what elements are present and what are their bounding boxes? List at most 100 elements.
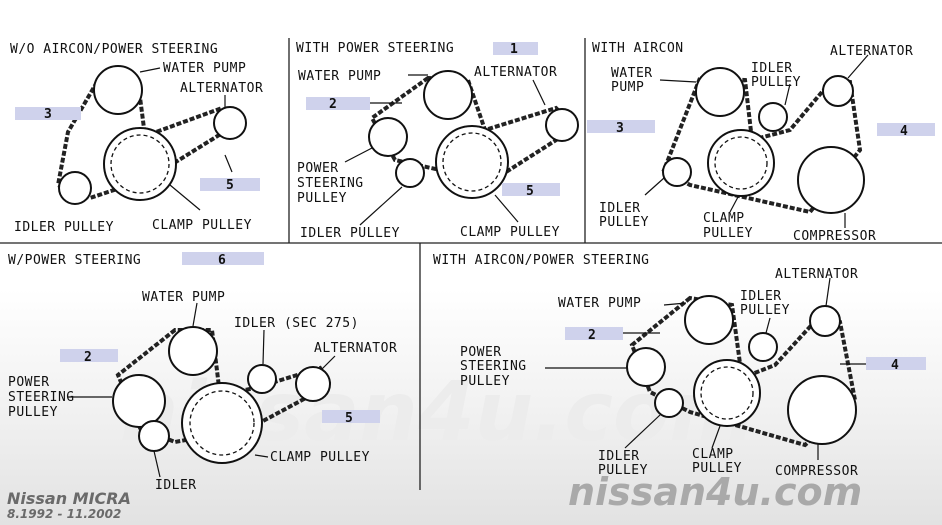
water-pump-pulley [93,65,143,115]
label-clamp-line-1: CLAMP [703,211,745,226]
compressor-pulley [797,146,865,214]
callout-box [182,252,264,265]
clamp-pulley-inner [714,136,768,190]
label-idler-top-line-1: IDLER [751,61,793,76]
callout-box [493,42,538,55]
clamp-pulley-inner [442,132,502,192]
label-clamp-pulley: CLAMP PULLEY [270,450,370,465]
leader-line [711,425,721,449]
callout-number: 2 [84,350,92,365]
idler-pulley [654,388,684,418]
callout-box [322,410,380,423]
power-steering-pulley [112,374,166,428]
callout-number: 2 [329,97,337,112]
label-idler: IDLER [155,478,197,493]
idler-pulley [395,158,425,188]
label-ps-line-3: PULLEY [8,405,58,420]
water-pump-pulley [168,326,218,376]
clamp-pulley-inner [189,390,255,456]
leader-line [139,67,161,73]
label-idler-top-line-2: PULLEY [751,75,801,90]
label-clamp-line-1: CLAMP [692,447,734,462]
leader-line [784,83,791,106]
panel-with-aircon-power-steering: WITH AIRCON/POWER STEERING 2 4 WATER PUM… [433,253,926,479]
panel-title: W/POWER STEERING [8,253,141,268]
clamp-pulley [707,129,775,197]
panel-title: WITH AIRCON [592,41,684,56]
idler-sec-pulley [247,364,277,394]
callout-number: 4 [900,124,908,139]
panel-title: W/O AIRCON/POWER STEERING [10,42,218,57]
idler-top-pulley [748,332,778,362]
label-ps-line-3: PULLEY [460,374,510,389]
callout-box [200,178,260,191]
label-ps-line-1: POWER [8,375,50,390]
panel-with-power-steering: WITH POWER STEERING 1 2 5 WATER PUMP ALT… [296,41,579,241]
panel-w-power-steering: W/POWER STEERING 6 2 5 WATER PUMP IDLER … [8,252,397,493]
leader-line [344,147,373,163]
label-clamp-line-2: PULLEY [703,226,753,241]
label-compressor: COMPRESSOR [775,464,858,479]
clamp-pulley [435,125,509,199]
alternator-pulley [809,305,841,337]
callout-number: 3 [44,107,52,122]
label-water-pump: WATER PUMP [163,61,246,76]
label-alternator: ALTERNATOR [474,65,557,80]
label-water-pump: WATER PUMP [142,290,225,305]
label-ps-line-1: POWER [297,161,339,176]
callout-box [587,120,655,133]
label-water-line-1: WATER [611,66,653,81]
label-clamp-pulley: CLAMP PULLEY [152,218,252,233]
label-idler-line-1: IDLER [599,201,641,216]
label-water-pump: WATER PUMP [298,69,381,84]
label-ps-line-2: STEERING [297,176,364,191]
idler-pulley [58,171,92,205]
model-name: Nissan MICRA [7,489,131,508]
callout-number: 3 [616,121,624,136]
callout-box [877,123,935,136]
callout-number: 5 [226,178,234,193]
label-alternator: ALTERNATOR [180,81,263,96]
brand-watermark: nissan4u.com [568,470,862,514]
clamp-pulley [103,127,177,201]
leader-line [262,329,265,365]
callout-box [60,349,118,362]
clamp-pulley [693,359,761,427]
alternator-pulley [295,366,331,402]
water-pump-pulley [423,70,473,120]
label-idler-top-line-2: PULLEY [740,303,790,318]
clamp-pulley-inner [700,366,754,420]
panel-title: WITH AIRCON/POWER STEERING [433,253,650,268]
belt [115,328,333,445]
leader-line [765,317,771,334]
water-pump-pulley [695,67,745,117]
label-idler-line-2: PULLEY [598,463,648,478]
leader-line [254,454,269,458]
label-ps-line-2: STEERING [460,359,527,374]
compressor-pulley [787,375,857,445]
label-idler-pulley: IDLER PULLEY [300,226,400,241]
panel-title: WITH POWER STEERING [296,41,454,56]
leader-line [359,186,403,226]
leader-line [624,414,661,449]
label-alternator: ALTERNATOR [314,341,397,356]
label-clamp-line-2: PULLEY [692,461,742,476]
model-dates: 8.1992 - 11.2002 [7,507,121,521]
label-alternator: ALTERNATOR [775,267,858,282]
callout-number: 2 [588,328,596,343]
callout-box [502,183,560,196]
alternator-pulley [213,106,247,140]
power-steering-pulley [368,117,408,157]
leader-line [532,79,546,106]
idler-pulley [138,420,170,452]
label-idler-pulley: IDLER PULLEY [14,220,114,235]
leader-line [825,277,831,307]
leader-line [663,302,687,306]
water-pump-pulley [684,295,734,345]
leader-line [224,154,233,173]
belt [55,80,235,201]
leader-line [494,194,519,223]
leader-line [153,450,161,478]
